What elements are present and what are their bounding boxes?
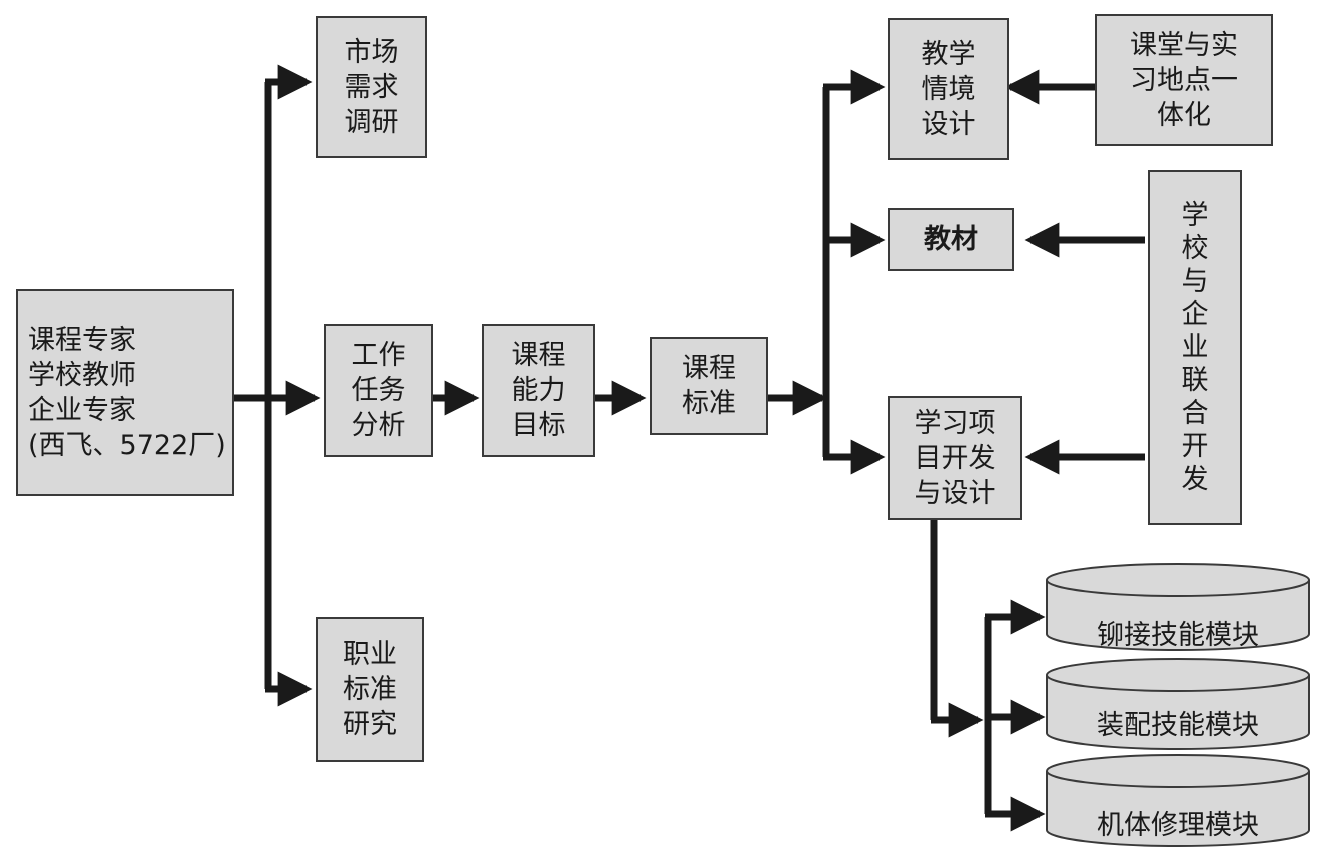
vocational-standard-line-1: 职业	[343, 639, 397, 670]
module-label-3: 机体修理模块	[1097, 810, 1259, 841]
school-enterprise-box: 学 校 与 企 业 联 合 开 发	[1148, 170, 1242, 525]
job-task-analysis-box: 工作 任务 分析	[324, 324, 433, 457]
vocational-standard-line-2: 标准	[343, 674, 397, 705]
job-task-analysis-line-1: 工作	[351, 340, 406, 371]
course-standard-line-2: 标准	[682, 388, 736, 419]
course-standard-line-1: 课程	[682, 353, 736, 384]
teaching-situation-box: 教学 情境 设计	[888, 18, 1009, 160]
school-enterprise-char-3: 与	[1181, 266, 1209, 297]
classroom-integration-line-3: 体化	[1157, 99, 1211, 131]
learning-project-box: 学习项 目开发 与设计	[888, 396, 1022, 520]
course-ability-line-3: 目标	[511, 410, 566, 441]
school-enterprise-char-4: 企	[1181, 299, 1209, 330]
learning-project-line-1: 学习项	[914, 407, 996, 439]
market-research-line-1: 市场	[344, 36, 399, 68]
module-label-2: 装配技能模块	[1097, 710, 1259, 741]
classroom-integration-line-2: 习地点一	[1130, 64, 1238, 96]
job-task-analysis-line-2: 任务	[351, 375, 406, 406]
learning-project-line-2: 目开发	[914, 442, 996, 474]
participants-line-2: 学校教师	[28, 359, 136, 391]
vocational-standard-box: 职业 标准 研究	[316, 617, 424, 762]
school-enterprise-char-2: 校	[1181, 233, 1209, 264]
participants-box: 课程专家 学校教师 企业专家 (西飞、5722厂)	[16, 289, 234, 496]
participants-line-3: 企业专家	[28, 394, 136, 426]
market-research-line-3: 调研	[344, 106, 399, 138]
textbook-box: 教材	[888, 208, 1014, 271]
participants-line-4: (西飞、5722厂)	[28, 429, 226, 461]
classroom-integration-line-1: 课堂与实	[1130, 29, 1238, 61]
market-research-box: 市场 需求 调研	[316, 16, 427, 158]
school-enterprise-char-9: 发	[1181, 464, 1209, 495]
school-enterprise-char-1: 学	[1181, 200, 1209, 231]
school-enterprise-char-5: 业	[1181, 332, 1209, 363]
market-research-line-2: 需求	[344, 71, 399, 103]
teaching-situation-line-3: 设计	[921, 108, 976, 140]
textbook-label: 教材	[924, 224, 978, 255]
school-enterprise-char-8: 开	[1181, 431, 1209, 462]
course-ability-line-2: 能力	[511, 375, 566, 406]
module-cylinder-2	[1046, 658, 1310, 750]
school-enterprise-char-7: 合	[1181, 398, 1209, 429]
module-cylinder-1	[1046, 563, 1310, 651]
course-standard-box: 课程 标准	[650, 337, 768, 435]
learning-project-line-3: 与设计	[914, 477, 996, 509]
participants-line-1: 课程专家	[28, 324, 136, 356]
vocational-standard-line-3: 研究	[343, 709, 397, 740]
course-ability-line-1: 课程	[511, 340, 566, 371]
module-label-1: 铆接技能模块	[1097, 620, 1259, 651]
job-task-analysis-line-3: 分析	[351, 410, 406, 441]
teaching-situation-line-2: 情境	[921, 73, 976, 105]
teaching-situation-line-1: 教学	[921, 38, 976, 70]
course-ability-box: 课程 能力 目标	[482, 324, 595, 457]
classroom-integration-box: 课堂与实 习地点一 体化	[1095, 14, 1273, 146]
school-enterprise-char-6: 联	[1181, 365, 1209, 396]
module-cylinder-3	[1046, 754, 1310, 847]
